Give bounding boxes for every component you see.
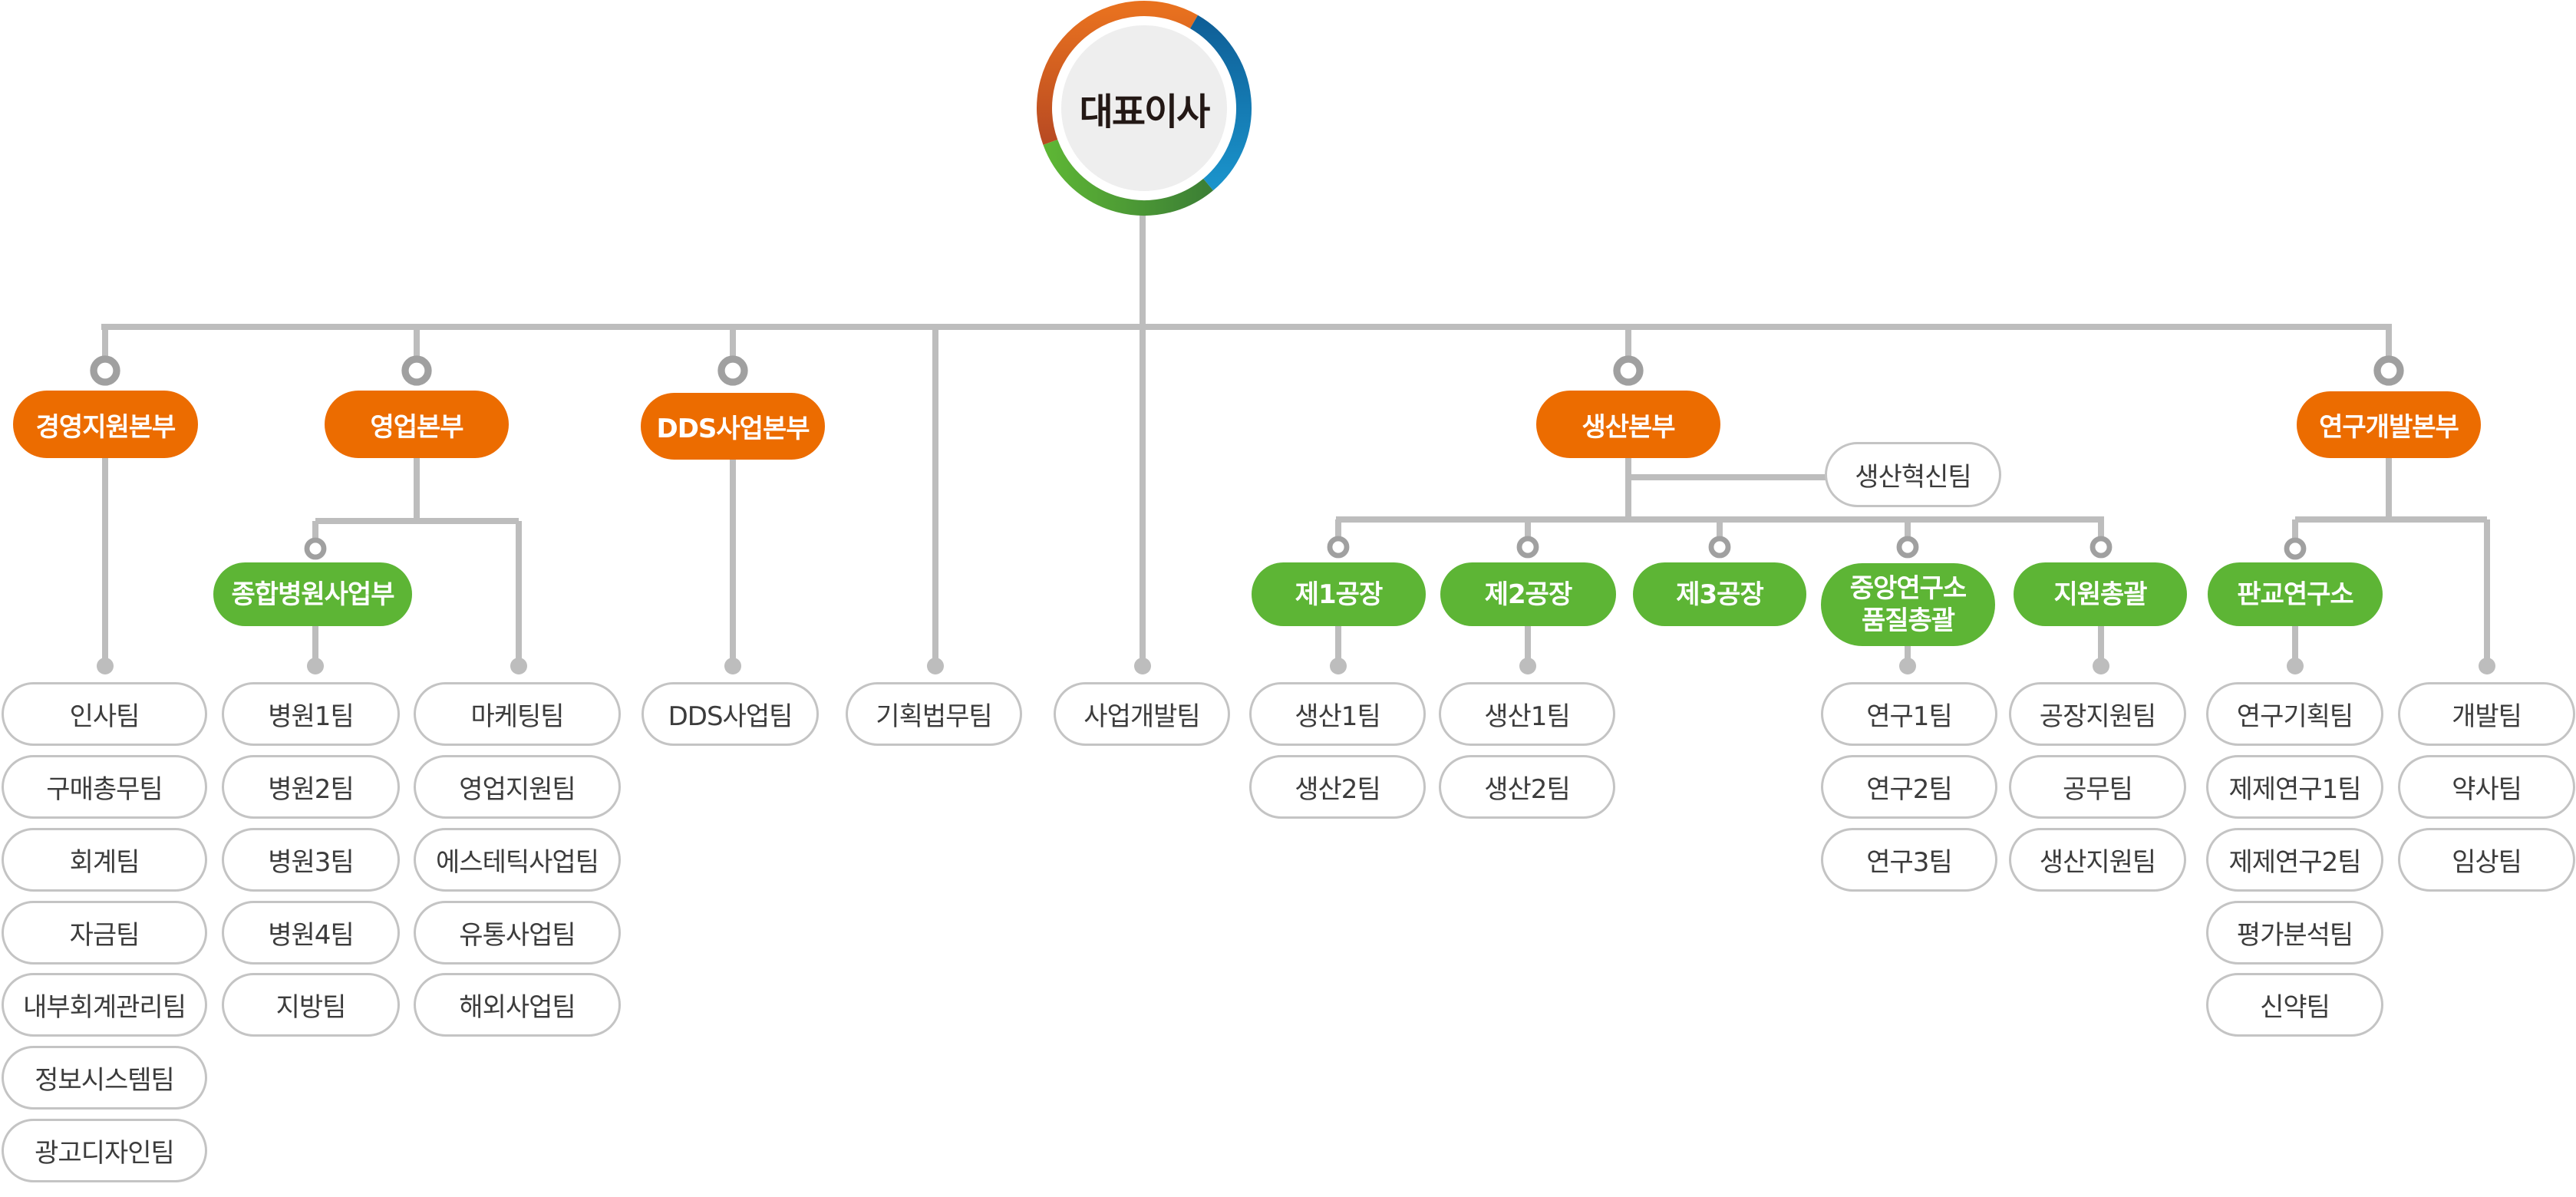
connector-dot-icon <box>724 658 741 674</box>
subdivision-ring-icon <box>1708 536 1731 559</box>
connector-dot-icon <box>2093 658 2109 674</box>
team-management[interactable]: 내부회계관리팀 <box>2 973 207 1037</box>
team-pangyo[interactable]: 제제연구1팀 <box>2206 755 2383 819</box>
dot-icon-planning-legal <box>927 658 944 674</box>
connector-dot-icon <box>1519 658 1536 674</box>
division-ring-icon-production <box>1613 355 1644 386</box>
team-pangyo[interactable]: 제제연구2팀 <box>2206 828 2383 892</box>
connector-dot-icon <box>1330 658 1347 674</box>
team-hospital[interactable]: 병원2팀 <box>222 755 400 819</box>
subdivision-ring-icon <box>1896 536 1919 559</box>
division-rnd[interactable]: 연구개발본부 <box>2297 391 2481 458</box>
team-dds[interactable]: DDS사업팀 <box>642 682 819 746</box>
team-plant1[interactable]: 생산1팀 <box>1249 682 1426 746</box>
connector-dot-icon <box>1899 658 1916 674</box>
ceo-node[interactable] <box>1036 0 1252 216</box>
team-plant1[interactable]: 생산2팀 <box>1249 755 1426 819</box>
team-sales-direct[interactable]: 해외사업팀 <box>414 973 621 1037</box>
connector-dot-icon <box>2479 658 2495 674</box>
connector-dot-icon <box>2287 658 2304 674</box>
team-central-lab[interactable]: 연구1팀 <box>1821 682 1997 746</box>
team-plant2[interactable]: 생산2팀 <box>1439 755 1615 819</box>
team-hospital[interactable]: 지방팀 <box>222 973 400 1037</box>
division-ring-icon-rnd <box>2373 355 2404 386</box>
team-rnd-direct[interactable]: 임상팀 <box>2398 828 2575 892</box>
team-central-lab[interactable]: 연구3팀 <box>1821 828 1997 892</box>
team-management[interactable]: 자금팀 <box>2 901 207 965</box>
team-management[interactable]: 정보시스템팀 <box>2 1046 207 1110</box>
subdivision-pangyo[interactable]: 판교연구소 <box>2208 562 2383 626</box>
team-biz-dev[interactable]: 사업개발팀 <box>1054 682 1230 746</box>
team-sales-direct[interactable]: 영업지원팀 <box>414 755 621 819</box>
subdivision-ring-icon-pangyo <box>2284 537 2307 560</box>
team-plant2[interactable]: 생산1팀 <box>1439 682 1615 746</box>
ceo-ring-green <box>1043 139 1213 216</box>
subdivision-hospital[interactable]: 종합병원사업부 <box>213 562 412 626</box>
connector-dot-icon <box>97 658 114 674</box>
central-lab-line1: 중앙연구소 <box>1849 573 1967 604</box>
team-pangyo[interactable]: 연구기획팀 <box>2206 682 2383 746</box>
division-dds[interactable]: DDS사업본부 <box>641 393 825 460</box>
ceo-ring-orange <box>1037 1 1198 145</box>
subdivision-central-lab[interactable]: 중앙연구소 품질총괄 <box>1821 563 1995 646</box>
team-management[interactable]: 인사팀 <box>2 682 207 746</box>
team-management[interactable]: 광고디자인팀 <box>2 1119 207 1182</box>
division-sales[interactable]: 영업본부 <box>325 391 509 458</box>
team-hospital[interactable]: 병원1팀 <box>222 682 400 746</box>
division-production[interactable]: 생산본부 <box>1536 391 1720 458</box>
subdivision-plant1[interactable]: 제1공장 <box>1252 562 1426 626</box>
division-ring-icon-dds <box>717 355 748 386</box>
team-pangyo[interactable]: 신약팀 <box>2206 973 2383 1037</box>
team-rnd-direct[interactable]: 개발팀 <box>2398 682 2575 746</box>
team-production-innovation[interactable]: 생산혁신팀 <box>1825 442 2001 507</box>
team-support[interactable]: 공무팀 <box>2009 755 2186 819</box>
subdivision-ring-icon <box>1516 536 1539 559</box>
subdivision-ring-icon-hospital <box>304 537 327 560</box>
team-support[interactable]: 공장지원팀 <box>2009 682 2186 746</box>
team-planning-legal[interactable]: 기획법무팀 <box>846 682 1022 746</box>
connector-dot-icon <box>307 658 324 674</box>
subdivision-plant3[interactable]: 제3공장 <box>1633 562 1806 626</box>
ceo-ring-blue <box>1189 15 1252 191</box>
central-lab-line2: 품질총괄 <box>1861 605 1955 636</box>
subdivision-support[interactable]: 지원총괄 <box>2014 562 2187 626</box>
division-ring-icon-sales <box>401 355 432 386</box>
team-hospital[interactable]: 병원3팀 <box>222 828 400 892</box>
dot-icon-biz-dev <box>1134 658 1151 674</box>
team-sales-direct[interactable]: 유통사업팀 <box>414 901 621 965</box>
subdivision-plant2[interactable]: 제2공장 <box>1440 562 1616 626</box>
division-management[interactable]: 경영지원본부 <box>13 391 198 458</box>
subdivision-ring-icon <box>1327 536 1350 559</box>
subdivision-ring-icon <box>2089 536 2113 559</box>
team-central-lab[interactable]: 연구2팀 <box>1821 755 1997 819</box>
division-ring-icon-management <box>90 355 120 386</box>
ceo-inner-circle <box>1061 25 1227 191</box>
team-rnd-direct[interactable]: 약사팀 <box>2398 755 2575 819</box>
ceo-label: 대표이사 <box>1079 91 1211 134</box>
connector-dot-icon <box>510 658 527 674</box>
team-sales-direct[interactable]: 마케팅팀 <box>414 682 621 746</box>
team-pangyo[interactable]: 평가분석팀 <box>2206 901 2383 965</box>
team-hospital[interactable]: 병원4팀 <box>222 901 400 965</box>
team-sales-direct[interactable]: 에스테틱사업팀 <box>414 828 621 892</box>
team-management[interactable]: 회계팀 <box>2 828 207 892</box>
team-management[interactable]: 구매총무팀 <box>2 755 207 819</box>
team-support[interactable]: 생산지원팀 <box>2009 828 2186 892</box>
